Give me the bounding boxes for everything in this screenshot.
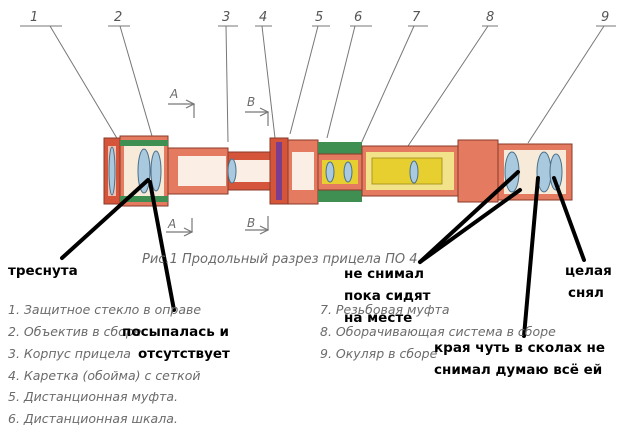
legend-item-2: 2. Объектив в сборе — [8, 324, 142, 339]
callout-leaders — [20, 25, 616, 147]
annotation-chipped-line1: края чуть в сколах не — [434, 340, 605, 356]
section-markers — [166, 99, 270, 237]
callout-5: 5 — [315, 10, 323, 25]
marker-b-bottom: B — [247, 216, 255, 230]
legend-item-1: 1. Защитное стекло в оправе — [8, 302, 201, 317]
callout-3: 3 — [222, 10, 230, 25]
user-annotations: треснута посыпалась и отсутствует не сни… — [8, 263, 612, 378]
legend-item-3: 3. Корпус прицела — [8, 346, 131, 361]
annotation-whole-line1: целая — [565, 263, 612, 279]
annotation-arrows — [60, 170, 586, 338]
callout-numbers: 1 2 3 4 5 6 7 8 9 — [30, 10, 609, 25]
marker-a-top: A — [169, 87, 178, 101]
figure-caption: Рис.1 Продольный разрез прицела ПО 4 — [142, 252, 418, 267]
callout-7: 7 — [412, 10, 421, 25]
annotation-not-removed-line1: не снимал — [344, 266, 424, 282]
callout-9: 9 — [601, 10, 609, 25]
annotation-whole-line2: снял — [568, 285, 604, 301]
legend-item-5: 5. Дистанционная муфта. — [8, 389, 178, 404]
legend-item-6: 6. Дистанционная шкала. — [8, 411, 178, 426]
callout-8: 8 — [486, 10, 494, 25]
annotation-crumbled-line1: посыпалась и — [122, 324, 229, 340]
marker-a-bottom: A — [167, 217, 176, 231]
annotation-not-removed-line3: на месте — [344, 310, 412, 326]
marker-b-top: B — [247, 95, 255, 109]
scope-body — [103, 135, 573, 207]
legend-item-8: 8. Оборачивающая система в сборе — [320, 324, 556, 339]
callout-2: 2 — [114, 10, 122, 25]
annotation-cracked: треснута — [8, 263, 78, 279]
annotation-not-removed-line2: пока сидят — [344, 288, 431, 304]
legend-item-4: 4. Каретка (обойма) с сеткой — [8, 368, 200, 383]
legend: 1. Защитное стекло в оправе 2. Объектив … — [8, 302, 556, 426]
annotation-chipped-line2: снимал думаю всё ей — [434, 362, 602, 378]
lenses — [108, 146, 563, 196]
callout-1: 1 — [30, 10, 38, 25]
legend-item-9: 9. Окуляр в сборе — [320, 346, 438, 361]
callout-6: 6 — [354, 10, 362, 25]
legend-item-7: 7. Резьбовая муфта — [320, 302, 449, 317]
annotation-crumbled-line2: отсутствует — [138, 346, 230, 362]
callout-4: 4 — [259, 10, 267, 25]
